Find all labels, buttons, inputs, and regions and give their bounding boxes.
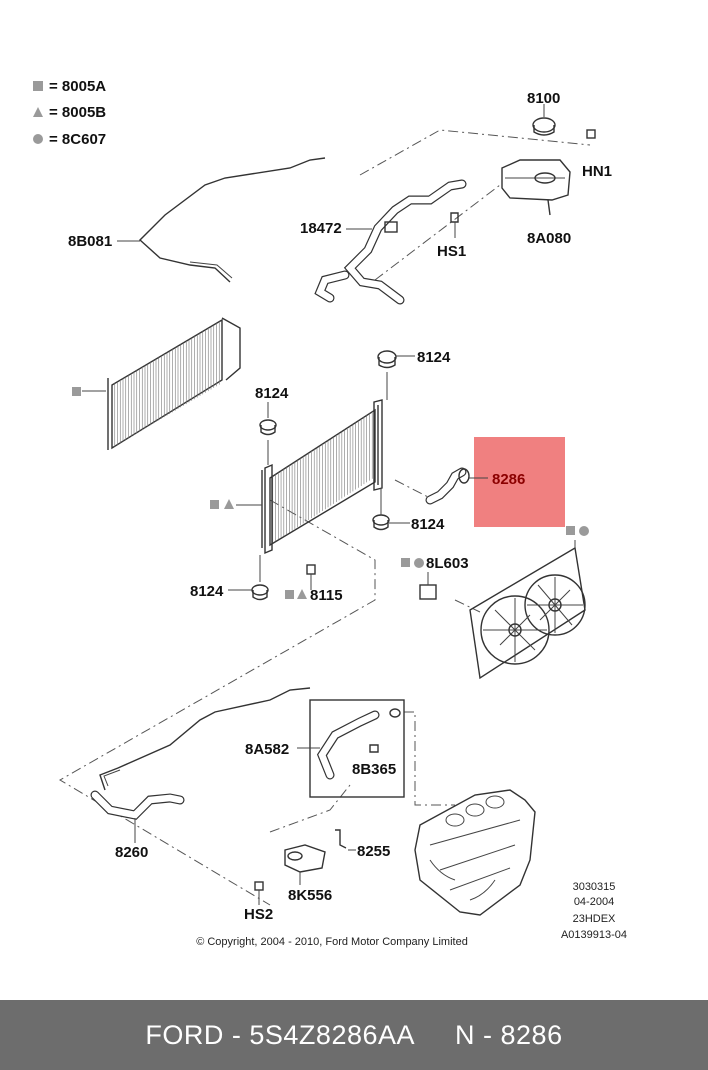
legend-8c607: = 8C607	[49, 131, 106, 148]
mounts-8124	[228, 350, 415, 601]
callout-hs1: HS1	[437, 243, 466, 260]
callout-8k556: 8K556	[288, 887, 332, 904]
square-icon	[72, 387, 81, 396]
callout-8124-bottom: 8124	[190, 583, 224, 600]
callout-8a080: 8A080	[527, 230, 571, 247]
degas-bottle-8a080	[450, 104, 596, 238]
hose-group-box	[297, 699, 405, 798]
callout-8124-top: 8124	[417, 349, 451, 366]
legend-8005b: = 8005B	[49, 104, 106, 121]
callout-8124-right: 8124	[411, 516, 445, 533]
callout-8124-left: 8124	[255, 385, 289, 402]
copyright: © Copyright, 2004 - 2010, Ford Motor Com…	[196, 936, 468, 948]
reference-number: N - 8286	[455, 1019, 563, 1050]
lower-tube	[99, 687, 311, 791]
callout-8260: 8260	[115, 844, 148, 861]
connector-lines	[59, 129, 591, 906]
thermostat-housing	[254, 829, 356, 905]
parts-diagram: = 8005A = 8005B = 8C607	[33, 78, 627, 948]
hose-8260	[90, 790, 185, 843]
callout-8l603: 8L603	[426, 555, 469, 572]
info-line: 3030315	[573, 881, 616, 893]
part-number: FORD - 5S4Z8286AA	[145, 1019, 416, 1050]
callout-8b365: 8B365	[352, 761, 396, 778]
drain-8115	[285, 564, 316, 599]
square-icon	[566, 526, 575, 535]
condenser	[72, 317, 241, 450]
square-icon	[210, 500, 219, 509]
info-line: 23HDEX	[573, 913, 616, 925]
square-icon	[33, 81, 43, 91]
callout-8255: 8255	[357, 843, 390, 860]
triangle-icon	[224, 499, 234, 509]
triangle-icon	[33, 107, 43, 117]
callout-8286: 8286	[492, 471, 525, 488]
callout-hs2: HS2	[244, 906, 273, 923]
highlight-box-8286	[474, 437, 565, 527]
callout-8a582: 8A582	[245, 741, 289, 758]
callout-8115: 8115	[310, 587, 343, 604]
callout-8100: 8100	[527, 90, 560, 107]
info-line: 04-2004	[574, 896, 614, 908]
triangle-icon	[297, 589, 307, 599]
circle-icon	[579, 526, 589, 536]
legend-8005a: = 8005A	[49, 78, 106, 95]
callout-18472: 18472	[300, 220, 342, 237]
info-block: 3030315 04-2004 23HDEX A0139913-04	[561, 881, 627, 941]
radiator	[210, 399, 383, 555]
info-line: A0139913-04	[561, 929, 627, 941]
hose-8286	[425, 467, 488, 505]
circle-icon	[414, 558, 424, 568]
callout-hn1: HN1	[582, 163, 612, 180]
legend: = 8005A = 8005B = 8C607	[33, 78, 106, 148]
circle-icon	[33, 134, 43, 144]
engine-block	[414, 789, 536, 916]
square-icon	[285, 590, 294, 599]
callout-8b081: 8B081	[68, 233, 112, 250]
cap-8100	[532, 117, 556, 133]
footer-gap	[415, 1020, 455, 1051]
square-icon	[401, 558, 410, 567]
footer-bar: FORD - 5S4Z8286AA N - 8286	[0, 1000, 708, 1070]
hose-18472	[314, 179, 467, 305]
fan-shroud	[401, 526, 589, 680]
tube-8b081	[138, 157, 326, 283]
